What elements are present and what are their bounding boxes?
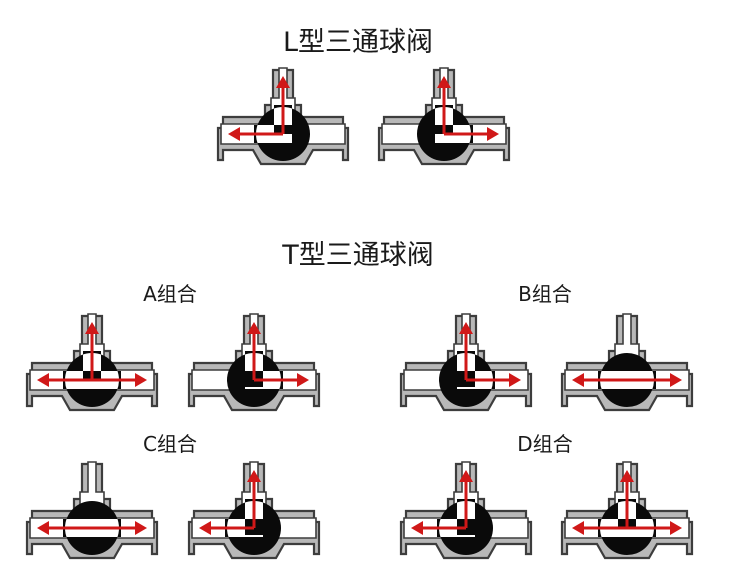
arrow-head	[437, 76, 451, 88]
l-type-title: L型三通球阀	[282, 27, 434, 58]
arrow-head	[670, 373, 682, 387]
group-a-label: A组合	[143, 282, 197, 306]
valve-channel	[29, 461, 155, 539]
arrow-head	[276, 76, 290, 88]
arrow-head	[459, 322, 473, 334]
valve-c2	[187, 461, 321, 560]
arrow-head	[297, 373, 309, 387]
arrow-head	[135, 521, 147, 535]
valve-b2	[560, 313, 694, 412]
valve-l2	[377, 67, 511, 166]
valve-l1	[216, 67, 350, 166]
arrow-head	[487, 127, 499, 141]
arrow-head	[459, 470, 473, 482]
group-b-label: B组合	[518, 282, 572, 306]
valve-channel	[564, 313, 690, 391]
valve-a2	[187, 313, 321, 412]
t-type-title: T型三通球阀	[282, 240, 434, 271]
group-d-label: D组合	[517, 432, 573, 456]
arrow-head	[135, 373, 147, 387]
arrow-head	[670, 521, 682, 535]
arrow-head	[247, 322, 261, 334]
group-c-label: C组合	[143, 432, 197, 456]
arrow-head	[509, 373, 521, 387]
arrow-head	[228, 127, 240, 141]
arrow-head	[199, 521, 211, 535]
arrow-head	[572, 373, 584, 387]
arrow-head	[247, 470, 261, 482]
valve-b1	[399, 313, 533, 412]
arrow-head	[37, 521, 49, 535]
valve-a1	[25, 313, 159, 412]
valve-d2	[560, 461, 694, 560]
arrow-head	[411, 521, 423, 535]
arrow-head	[620, 470, 634, 482]
valve-ball	[598, 353, 656, 407]
valve-d1	[399, 461, 533, 560]
valve-ball	[63, 500, 121, 556]
arrow-head	[572, 521, 584, 535]
valve-c1	[25, 461, 159, 560]
arrow-head	[85, 322, 99, 334]
arrow-head	[37, 373, 49, 387]
